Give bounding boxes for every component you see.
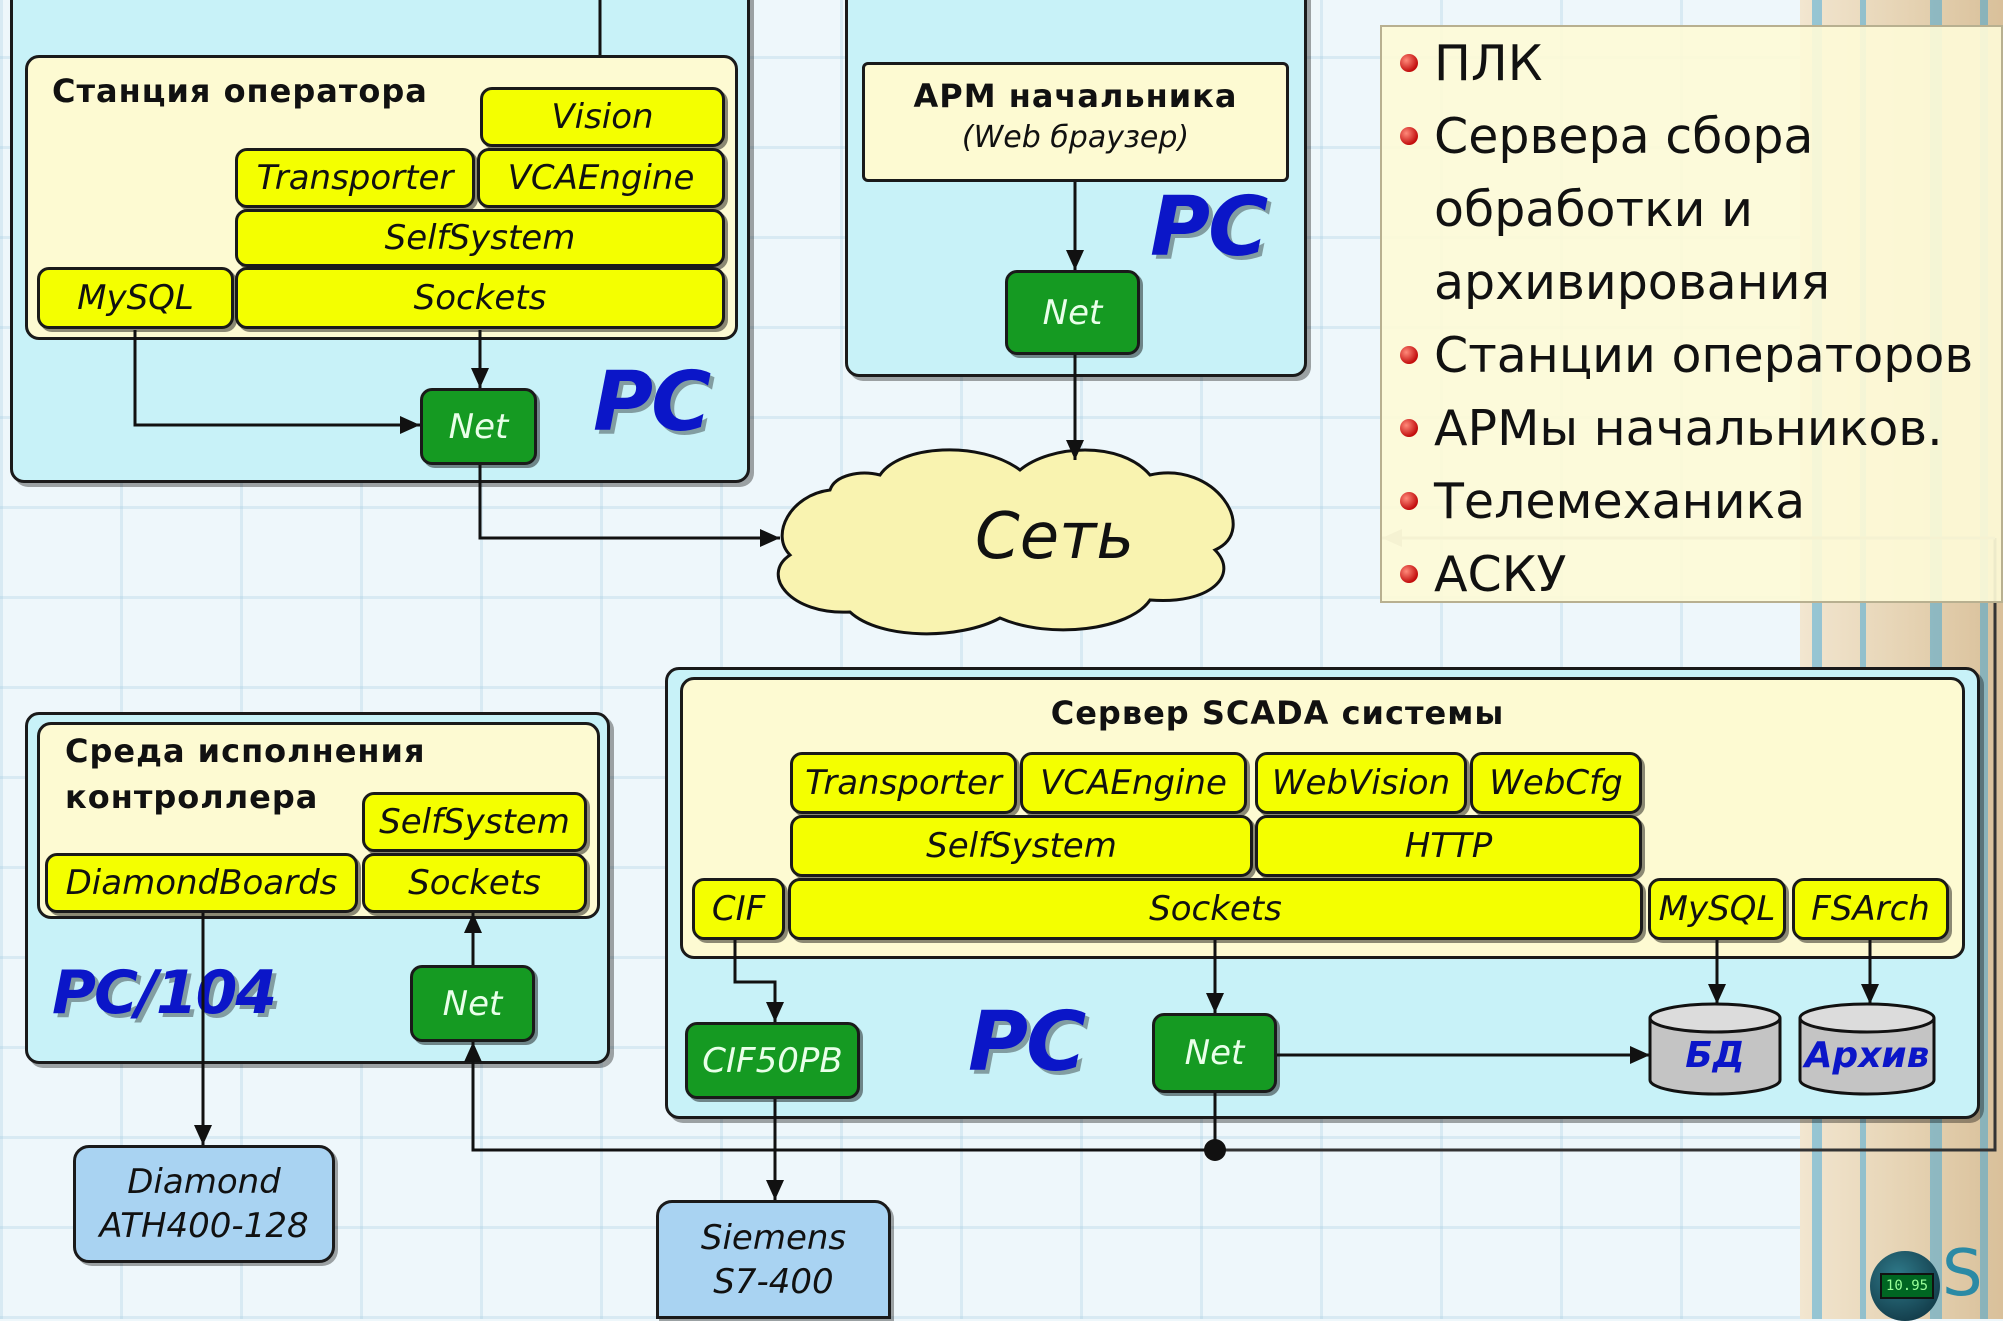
module-vision: Vision [480, 87, 725, 147]
operator-pc-label: PC [593, 355, 711, 450]
bullet-icon [1400, 419, 1418, 437]
module-vcaengine: VCAEngine [1020, 752, 1247, 814]
module-diamondboards: DiamondBoards [45, 853, 358, 913]
module-mysql: MySQL [37, 267, 234, 329]
module-transporter: Transporter [235, 148, 475, 208]
bullet-icon [1400, 565, 1418, 583]
module-cif: CIF [692, 878, 785, 940]
legend-item-plc: ПЛК [1382, 27, 2001, 100]
diamond-device-line1: Diamond [127, 1162, 281, 1202]
legend-item-asku: АСКУ [1382, 538, 2001, 611]
controller-title-line2: контроллера [65, 778, 319, 816]
bullet-icon [1400, 127, 1418, 145]
operator-net-node: Net [420, 388, 537, 465]
manager-station-inner [862, 62, 1289, 182]
database-label: БД [1685, 1035, 1745, 1076]
legend-item-servers-cont: обработки и [1434, 181, 1753, 238]
controller-net-node: Net [410, 965, 535, 1042]
module-sockets: Sockets [235, 267, 725, 329]
manager-net-node: Net [1005, 270, 1140, 355]
module-sockets: Sockets [362, 853, 587, 913]
controller-pc-label: PC/104 [52, 958, 277, 1028]
module-transporter: Transporter [790, 752, 1017, 814]
logo-icon: 10.95 S [1870, 1237, 2000, 1321]
legend-item-servers-cont: архивирования [1434, 254, 1831, 311]
module-selfsystem: SelfSystem [362, 792, 587, 852]
operator-station-title: Станция оператора [52, 72, 428, 110]
siemens-device: Siemens S7-400 [656, 1200, 891, 1319]
legend-item-servers: Сервера сбора [1382, 100, 2001, 173]
archive-label: Архив [1804, 1035, 1930, 1076]
manager-station-title: АРМ начальника [913, 77, 1238, 115]
network-label: Сеть [975, 500, 1135, 574]
siemens-device-line2: S7-400 [713, 1261, 834, 1302]
controller-title-line1: Среда исполнения [65, 732, 426, 770]
logo-display: 10.95 [1880, 1273, 1934, 1299]
siemens-device-line1: Siemens [700, 1217, 847, 1258]
bullet-icon [1400, 346, 1418, 364]
legend-item-telemechanics: Телемеханика [1382, 465, 2001, 538]
module-vcaengine: VCAEngine [477, 148, 725, 208]
logo-letters: S [1942, 1237, 1983, 1311]
legend-item-managers: АРМы начальников. [1382, 392, 2001, 465]
bullet-icon [1400, 492, 1418, 510]
diamond-device-line2: ATH400-128 [99, 1206, 309, 1246]
legend-box: ПЛК Сервера сбора обработки и архивирова… [1380, 25, 2003, 603]
bullet-icon [1400, 54, 1418, 72]
diamond-device: Diamond ATH400-128 [73, 1145, 335, 1263]
manager-station-subtitle: (Web браузер) [961, 120, 1190, 155]
legend-item-operators: Станции операторов [1382, 319, 2001, 392]
manager-pc-label: PC [1150, 180, 1268, 275]
module-selfsystem: SelfSystem [235, 209, 725, 267]
